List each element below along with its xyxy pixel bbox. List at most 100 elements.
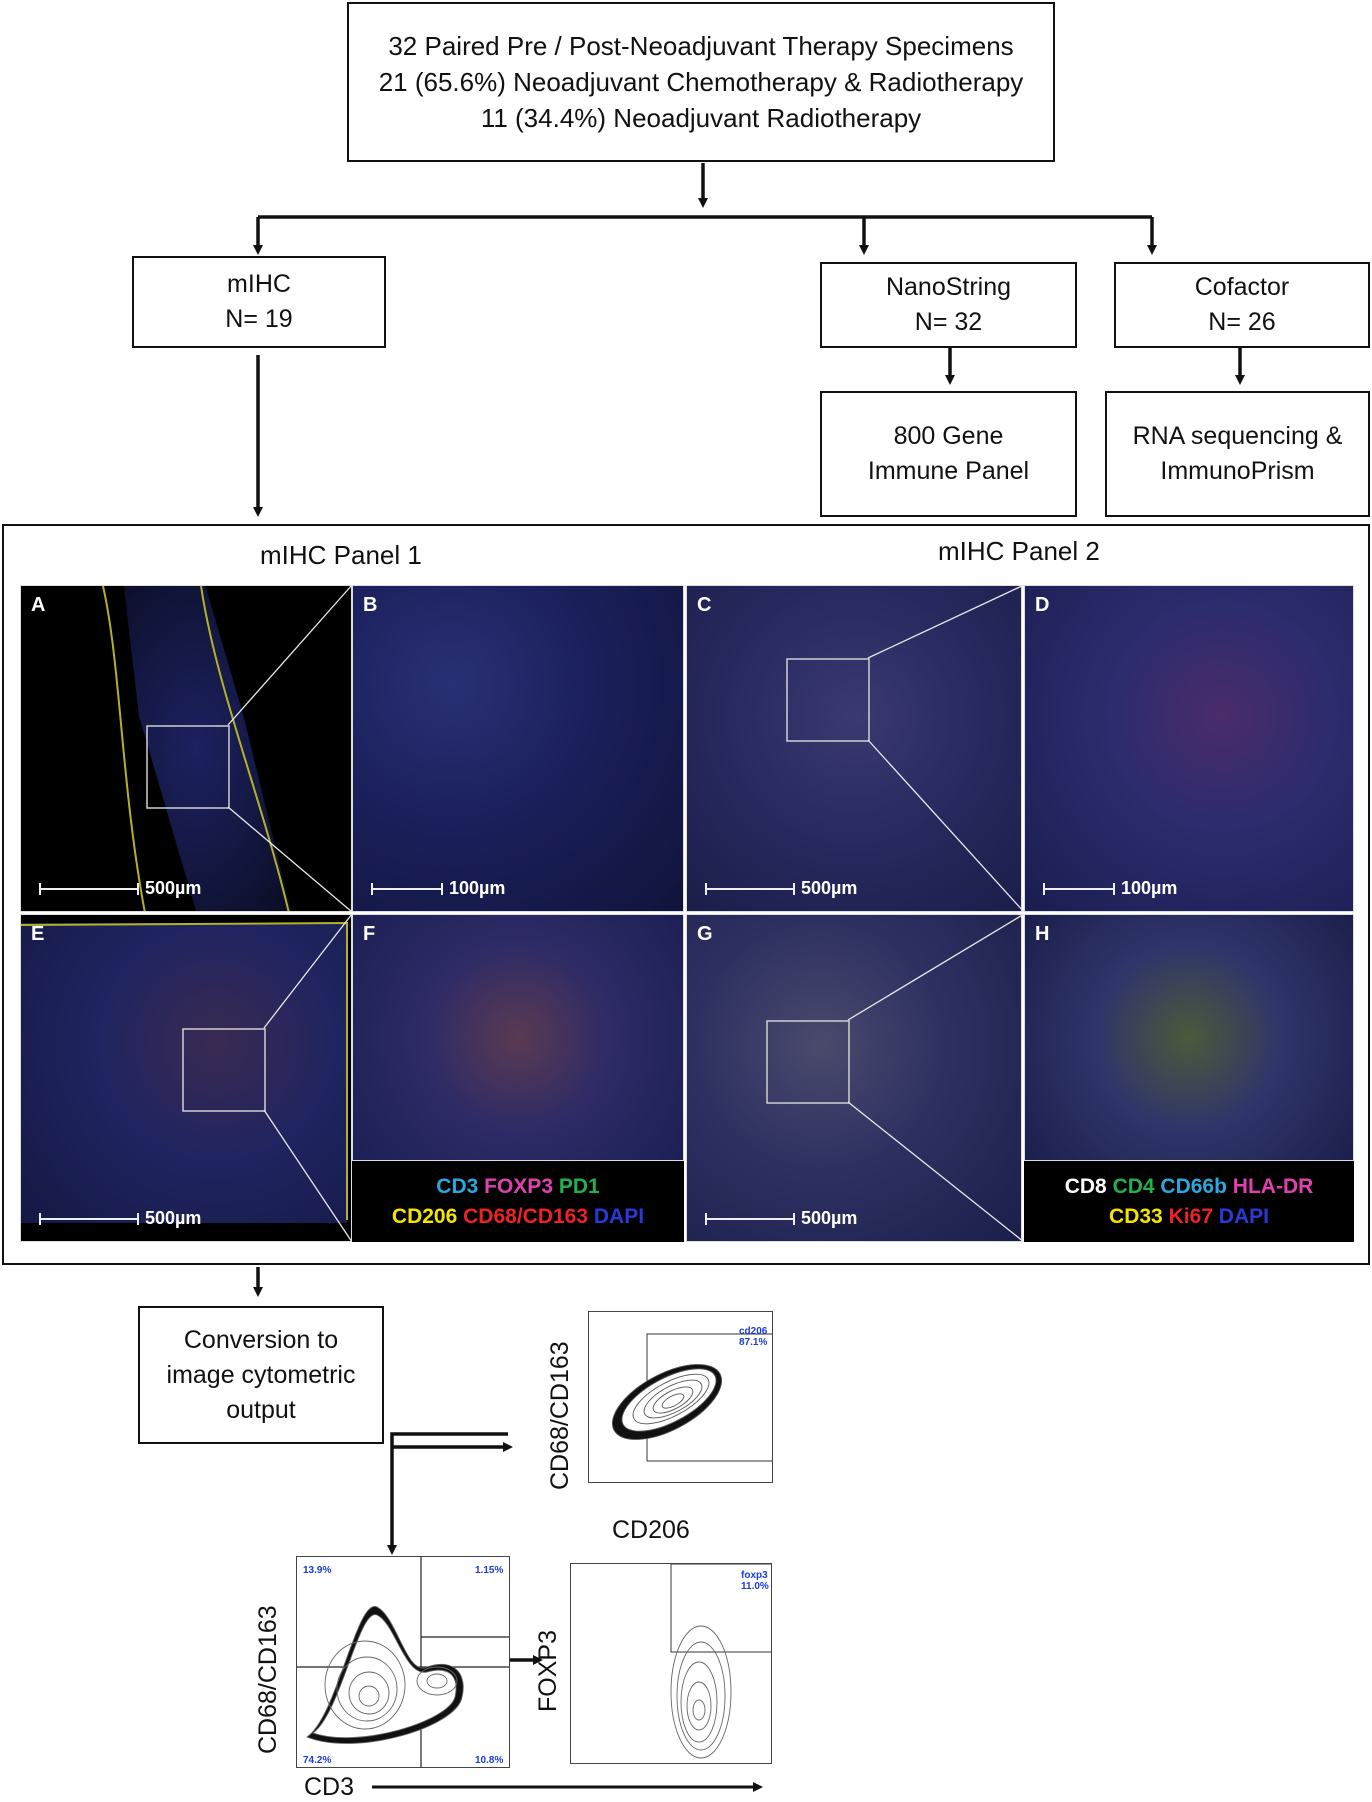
nanostring-n: N= 32 bbox=[914, 308, 983, 336]
tile-letter: F bbox=[363, 923, 376, 945]
cd206-contours bbox=[611, 1333, 772, 1462]
quadrant-bottom-right: 10.8% bbox=[475, 1755, 504, 1766]
cd3-plot-ylabel: CD68/CD163 bbox=[254, 1605, 282, 1754]
tile-d: D 100µm bbox=[1024, 585, 1354, 912]
mihc-n: N= 19 bbox=[225, 305, 293, 333]
cofactor-box: Cofactor N= 26 bbox=[1114, 262, 1370, 348]
legend-marker: PD1 bbox=[558, 1174, 600, 1198]
legend-marker: CD8 bbox=[1064, 1174, 1107, 1198]
zoom-region bbox=[766, 1020, 850, 1104]
tile-b: B 100µm bbox=[352, 585, 684, 912]
tissue-section bbox=[21, 923, 347, 1223]
panel-2-title: mIHC Panel 2 bbox=[938, 536, 1100, 566]
legend-marker: CD33 bbox=[1109, 1204, 1163, 1228]
nanostring-box: NanoString N= 32 bbox=[820, 262, 1077, 348]
nanostring-label: NanoString bbox=[885, 273, 1012, 301]
cd206-plot-xlabel: CD206 bbox=[612, 1516, 690, 1544]
scale-bar: 100µm bbox=[371, 878, 505, 899]
panel-1-legend: CD3 FOXP3 PD1 CD206 CD68/CD163 DAPI bbox=[352, 1161, 684, 1242]
tile-letter: G bbox=[697, 923, 713, 945]
cd3-quadrant-plot: 13.9% 1.15% 74.2% 10.8% bbox=[296, 1556, 510, 1768]
cd3-plot-xlabel: CD3 bbox=[304, 1773, 355, 1801]
zoom-region bbox=[786, 658, 870, 742]
tile-letter: D bbox=[1035, 594, 1050, 616]
cd206-plot-ylabel: CD68/CD163 bbox=[546, 1341, 574, 1490]
tile-letter: B bbox=[363, 594, 378, 616]
quadrant-bottom-left: 74.2% bbox=[303, 1755, 332, 1766]
legend-marker: Ki67 bbox=[1168, 1204, 1213, 1228]
scale-label: 500µm bbox=[801, 878, 858, 898]
cofactor-detail-1: RNA sequencing & bbox=[1132, 422, 1343, 450]
legend-marker: FOXP3 bbox=[484, 1174, 553, 1198]
nanostring-detail-1: 800 Gene bbox=[893, 422, 1004, 450]
specimens-line-2: 21 (65.6%) Neoadjuvant Chemotherapy & Ra… bbox=[378, 67, 1024, 97]
scale-bar: 500µm bbox=[39, 878, 201, 899]
tile-e: E 500µm bbox=[20, 914, 352, 1242]
foxp3-contour-plot: foxp3 11.0% bbox=[570, 1563, 772, 1764]
cd3-contours bbox=[297, 1557, 509, 1767]
conversion-box: Conversion to image cytometric output bbox=[138, 1306, 384, 1444]
cofactor-detail-2: ImmunoPrism bbox=[1160, 457, 1315, 485]
gate-value: 11.0% bbox=[741, 1581, 769, 1592]
tile-letter: A bbox=[31, 594, 46, 616]
scale-bar: 500µm bbox=[39, 1208, 201, 1229]
gate-name: cd206 bbox=[739, 1326, 768, 1337]
mihc-label: mIHC bbox=[227, 270, 291, 298]
panel-1-title: mIHC Panel 1 bbox=[260, 540, 422, 570]
nanostring-detail-box: 800 Gene Immune Panel bbox=[820, 391, 1077, 517]
foxp3-contours bbox=[670, 1564, 771, 1759]
tile-letter: C bbox=[697, 594, 712, 616]
quadrant-top-left: 13.9% bbox=[303, 1565, 332, 1576]
cofactor-detail-box: RNA sequencing & ImmunoPrism bbox=[1105, 391, 1370, 517]
legend-1-row-1: CD3 FOXP3 PD1 bbox=[436, 1172, 599, 1202]
gate-value: 87.1% bbox=[739, 1337, 768, 1348]
cofactor-n: N= 26 bbox=[1208, 308, 1276, 336]
tile-f: F bbox=[352, 914, 684, 1161]
legend-marker: HLA-DR bbox=[1232, 1174, 1314, 1198]
specimens-line-1: 32 Paired Pre / Post-Neoadjuvant Therapy… bbox=[388, 31, 1014, 61]
tile-c: C 500µm bbox=[686, 585, 1022, 912]
scale-label: 500µm bbox=[145, 878, 202, 898]
foxp3-plot-ylabel: FOXP3 bbox=[534, 1630, 562, 1712]
legend-marker: CD66b bbox=[1160, 1174, 1227, 1198]
scale-bar: 500µm bbox=[705, 878, 857, 899]
panel-2-legend: CD8 CD4 CD66b HLA-DR CD33 Ki67 DAPI bbox=[1024, 1161, 1354, 1242]
tile-a: A 500µm bbox=[20, 585, 352, 912]
scale-label: 500µm bbox=[801, 1208, 858, 1228]
nanostring-detail-2: Immune Panel bbox=[867, 457, 1030, 485]
cd206-gate-label: cd206 87.1% bbox=[739, 1326, 767, 1348]
legend-marker: DAPI bbox=[1218, 1204, 1269, 1228]
legend-1-row-2: CD206 CD68/CD163 DAPI bbox=[392, 1202, 644, 1232]
specimens-line-3: 11 (34.4%) Neoadjuvant Radiotherapy bbox=[480, 103, 922, 133]
foxp3-gate-label: foxp3 11.0% bbox=[741, 1570, 769, 1592]
scale-bar: 500µm bbox=[705, 1208, 857, 1229]
legend-2-row-2: CD33 Ki67 DAPI bbox=[1109, 1202, 1269, 1232]
legend-marker: CD4 bbox=[1112, 1174, 1155, 1198]
legend-marker: CD68/CD163 bbox=[463, 1204, 589, 1228]
tile-h: H bbox=[1024, 914, 1354, 1161]
tissue-outline bbox=[102, 586, 290, 911]
scale-label: 100µm bbox=[1121, 878, 1178, 898]
conversion-line-2: image cytometric bbox=[166, 1360, 356, 1389]
conversion-line-1: Conversion to bbox=[183, 1325, 339, 1354]
quadrant-top-right: 1.15% bbox=[475, 1565, 504, 1576]
scale-label: 500µm bbox=[145, 1208, 202, 1228]
conversion-line-3: output bbox=[226, 1395, 296, 1424]
gate-name: foxp3 bbox=[741, 1570, 768, 1581]
tile-letter: E bbox=[31, 923, 45, 945]
legend-marker: CD206 bbox=[391, 1204, 458, 1228]
arrow-to-cd206-line bbox=[390, 1432, 508, 1447]
zoom-region bbox=[21, 921, 348, 1220]
legend-marker: DAPI bbox=[593, 1204, 645, 1228]
scale-label: 100µm bbox=[449, 878, 506, 898]
cofactor-label: Cofactor bbox=[1194, 273, 1290, 301]
specimens-box: 32 Paired Pre / Post-Neoadjuvant Therapy… bbox=[347, 2, 1055, 162]
tile-letter: H bbox=[1035, 923, 1050, 945]
legend-2-row-1: CD8 CD4 CD66b HLA-DR bbox=[1065, 1172, 1314, 1202]
mihc-box: mIHC N= 19 bbox=[132, 256, 386, 348]
scale-bar: 100µm bbox=[1043, 878, 1177, 899]
cd206-contour-plot: cd206 87.1% bbox=[588, 1311, 773, 1483]
tile-g: G 500µm bbox=[686, 914, 1022, 1242]
legend-marker: CD3 bbox=[436, 1174, 479, 1198]
